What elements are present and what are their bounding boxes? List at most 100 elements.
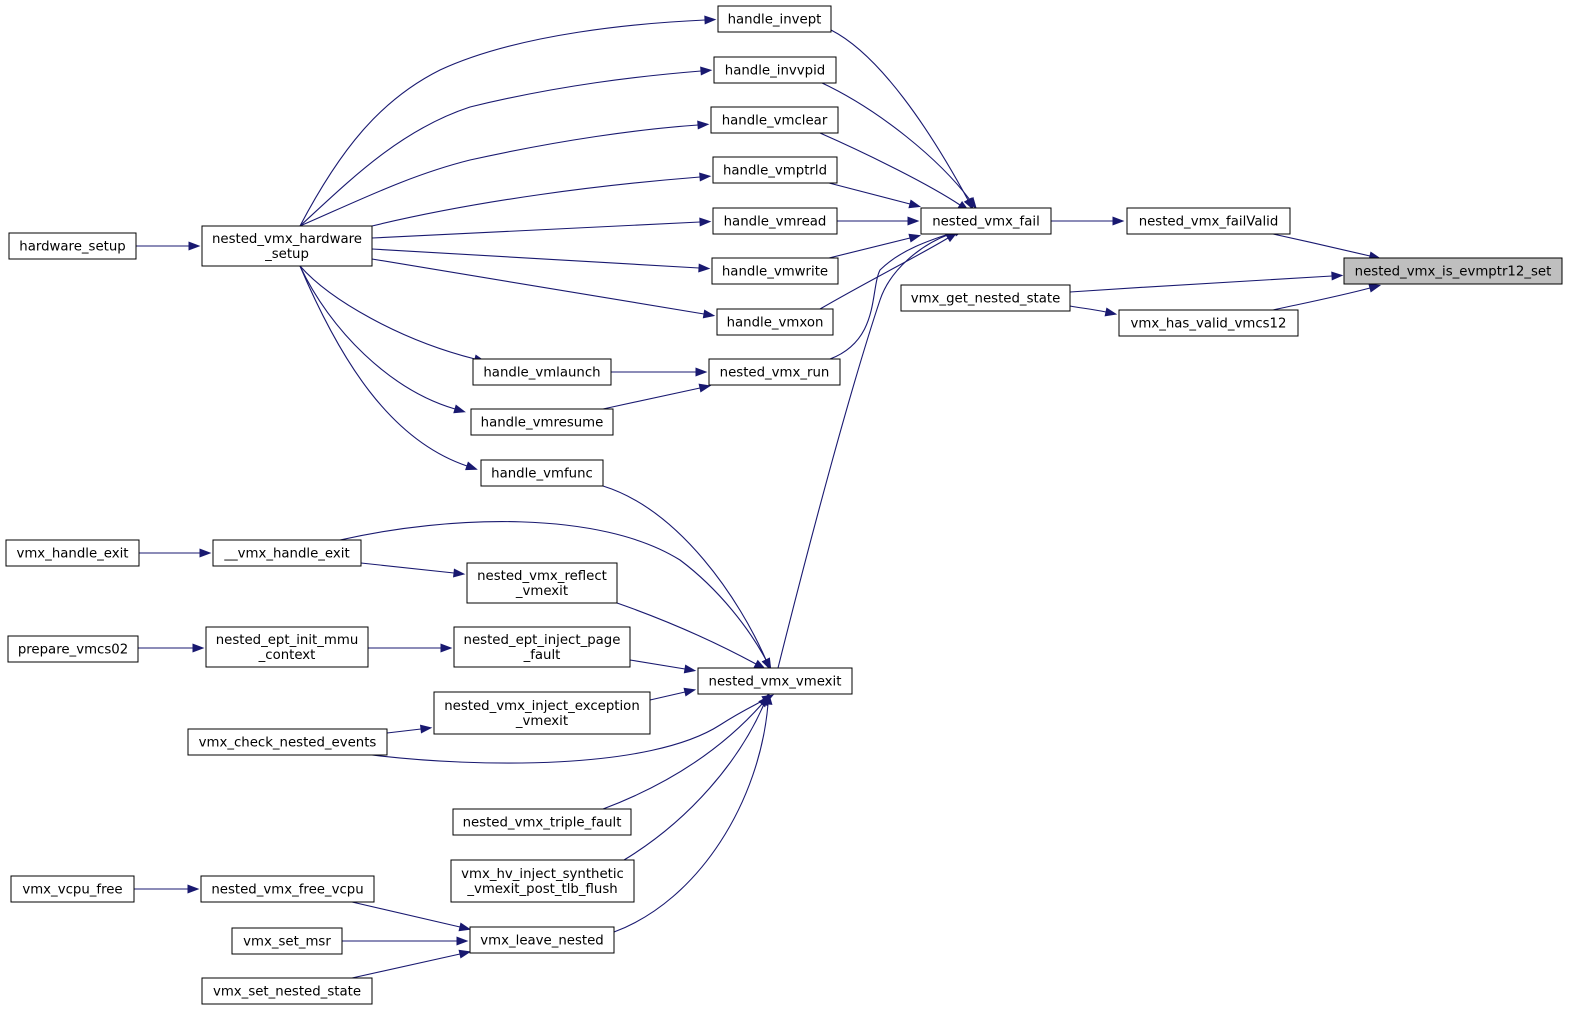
node-label: _vmexit_post_tlb_flush [466,882,617,897]
edge-line [386,728,422,734]
node-leave[interactable]: vmx_leave_nested [469,926,615,954]
edge-line [819,81,971,201]
node-box [711,257,839,285]
node-box [8,232,137,260]
node-label: handle_vmclear [722,114,828,129]
node-root[interactable]: nested_vmx_is_evmptr12_set [1343,257,1563,285]
edge-setNested-to-leave [351,949,472,979]
node-checkNested[interactable]: vmx_check_nested_events [187,728,388,756]
node-eptInject[interactable]: nested_ept_inject_page_fault [453,626,631,668]
node-vmexit[interactable]: nested_vmx_vmexit [697,667,853,695]
node-failValid[interactable]: nested_vmx_failValid [1126,207,1291,235]
edge-leave-to-vmexit [613,692,773,933]
node-label: handle_vmresume [481,416,604,431]
edge-injectExc-to-vmexit [649,687,697,701]
node-eptInit[interactable]: nested_ept_init_mmu_context [205,626,369,668]
node-vmwrite[interactable]: handle_vmwrite [711,257,839,285]
edge-line [602,703,763,810]
node-vmxHandleExit[interactable]: vmx_handle_exit [5,539,140,567]
node-reflect[interactable]: nested_vmx_reflect_vmexit [466,562,618,604]
edge-arrowhead [699,217,712,227]
edge-line [371,221,701,239]
node-box [713,56,837,84]
edge-line [299,124,699,227]
node-setMsr[interactable]: vmx_set_msr [231,927,343,955]
edge-arrowhead [192,643,205,653]
node-tripleFault[interactable]: nested_vmx_triple_fault [452,808,632,836]
edge-arrowhead [187,884,200,894]
node-label: nested_ept_init_mmu [216,633,359,648]
node-box [712,207,838,235]
edge-arrowhead [699,172,712,182]
node-label: hardware_setup [19,240,125,255]
node-hardwareSetup[interactable]: hardware_setup [8,232,137,260]
edge-arrowhead [704,15,717,25]
edge-line [371,176,701,227]
node-vmclear[interactable]: handle_vmclear [710,106,839,134]
edge-arrowhead [683,687,697,697]
edge-line [351,901,461,928]
node-vmfunc[interactable]: handle_vmfunc [480,459,604,487]
node-label: nested_vmx_reflect [477,569,607,584]
edge-hwSetup-to-vmlaunch [299,265,487,364]
node-label: handle_vmxon [727,316,824,331]
node-vmxHandleExit2[interactable]: __vmx_handle_exit [212,539,362,567]
edge-line [371,248,700,269]
node-label: nested_vmx_triple_fault [463,816,622,831]
node-label: vmx_get_nested_state [911,292,1061,307]
node-getNested[interactable]: vmx_get_nested_state [900,284,1071,312]
edge-vmptrld-to-fail [828,182,922,209]
node-box [1118,309,1299,337]
edge-prepareVmcs02-to-eptInit [138,643,205,653]
edge-hwSetup-to-invept [299,15,717,227]
edge-eptInject-to-vmexit [629,659,697,674]
edge-arrowhead [695,367,708,377]
edge-invvpid-to-fail [819,81,977,210]
node-box [187,728,388,756]
edge-vcpuFree-to-freeVcpu [134,884,200,894]
node-vmread[interactable]: handle_vmread [712,207,838,235]
edge-vmxHandleExit-to-vmxHandleExit2 [139,548,212,558]
node-label: _setup [264,247,309,262]
edge-arrowhead [199,548,212,558]
node-freeVcpu[interactable]: nested_vmx_free_vcpu [200,875,375,903]
edge-hwSetup-to-vmclear [299,120,710,227]
node-label: vmx_handle_exit [16,547,128,562]
node-hvInject[interactable]: vmx_hv_inject_synthetic_vmexit_post_tlb_… [450,859,635,903]
edge-line [602,485,767,661]
node-invept[interactable]: handle_invept [717,5,832,33]
node-run[interactable]: nested_vmx_run [708,358,841,386]
node-box [712,156,838,184]
node-label: vmx_check_nested_events [199,736,377,751]
node-label: handle_vmwrite [722,265,828,280]
node-box [453,626,631,668]
node-vmptrld[interactable]: handle_vmptrld [712,156,838,184]
node-setNested[interactable]: vmx_set_nested_state [201,977,373,1005]
edge-hwSetup-to-vmresume [299,265,466,414]
node-box [450,859,635,903]
node-invvpid[interactable]: handle_invvpid [713,56,837,84]
edge-line [371,258,705,315]
node-box [708,358,841,386]
node-box [212,539,362,567]
node-vmlaunch[interactable]: handle_vmlaunch [472,358,612,386]
node-vmxon[interactable]: handle_vmxon [716,308,834,336]
node-box [5,539,140,567]
edge-arrowhead [702,309,716,319]
edge-line [299,265,456,410]
node-vmresume[interactable]: handle_vmresume [470,408,614,436]
edge-line [828,182,911,205]
edge-hwSetup-to-invvpid [299,66,713,227]
node-prepareVmcs02[interactable]: prepare_vmcs02 [7,635,139,663]
node-box [433,691,651,735]
node-label: nested_vmx_failValid [1139,215,1279,230]
node-box [900,284,1071,312]
node-vcpuFree[interactable]: vmx_vcpu_free [10,875,135,903]
node-label: __vmx_handle_exit [223,547,349,562]
node-hasValid[interactable]: vmx_has_valid_vmcs12 [1118,309,1299,337]
node-fail[interactable]: nested_vmx_fail [920,207,1052,235]
node-box [1343,257,1563,285]
edge-arrowhead [458,949,472,959]
node-hwSetup[interactable]: nested_vmx_hardware_setup [201,225,373,267]
node-injectExc[interactable]: nested_vmx_inject_exception_vmexit [433,691,651,735]
